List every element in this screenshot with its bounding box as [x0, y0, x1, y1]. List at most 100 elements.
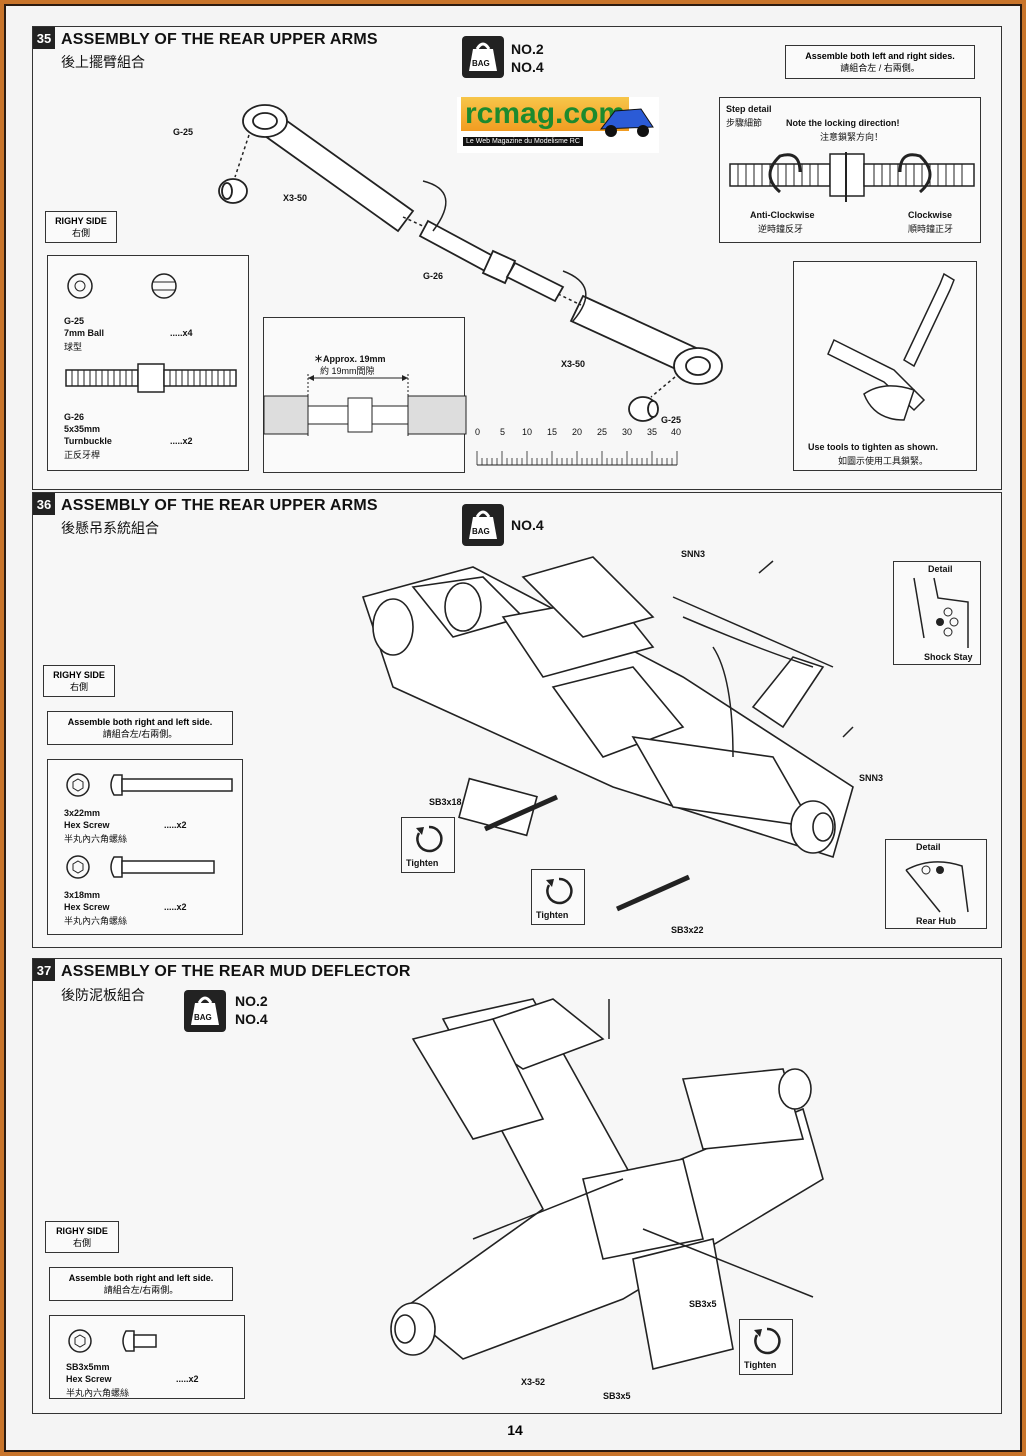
turnbuckle-icon [65, 363, 237, 393]
part-qty: .....x2 [164, 902, 187, 912]
shock-stay-diagram [913, 577, 969, 648]
hex-screw-icon [68, 1329, 157, 1353]
side-text-en: RIGHY SIDE [56, 1226, 108, 1236]
assembly-note: Assemble both right and left side. 請組合左/… [49, 1267, 233, 1301]
ball-icon [67, 273, 177, 299]
rotate-icon [754, 1327, 781, 1355]
screw-318 [483, 794, 559, 832]
gap-diagram [263, 374, 467, 438]
step-title: ASSEMBLY OF THE REAR MUD DEFLECTOR [61, 963, 411, 980]
step-detail-title: Step detail [726, 104, 772, 114]
tools-note-zh: 如圖示使用工具鎖緊。 [838, 456, 929, 466]
part-name-zh: 正反牙桿 [64, 450, 101, 460]
clockwise-label-zh: 順時鐘正牙 [908, 224, 954, 234]
side-text-zh: 右側 [69, 682, 88, 692]
lock-note: Note the locking direction! [786, 118, 900, 128]
tools-note: Use tools to tighten as shown. [808, 442, 939, 452]
detail-label: Shock Stay [924, 652, 973, 662]
callout-label: SB3x5 [689, 1299, 717, 1309]
note-text-zh: 請組合左/右兩側。 [102, 729, 178, 739]
ruler-tick: 40 [671, 427, 682, 437]
clockwise-label: Clockwise [908, 210, 953, 220]
detail-label: Rear Hub [916, 916, 957, 926]
callout-label: X3-50 [283, 193, 308, 203]
assembly-note: Assemble both right and left side. 請組合左/… [47, 711, 233, 745]
note-text-zh: 請組合左/右兩側。 [103, 1285, 179, 1295]
page-number: 14 [507, 1422, 523, 1438]
screw-322 [615, 874, 691, 912]
part-name: Hex Screw [64, 820, 110, 830]
rc-car-icon [599, 108, 654, 137]
tighten-label: Tighten [406, 858, 439, 868]
part-qty: .....x4 [170, 328, 193, 338]
step-subtitle: 後防泥板組合 [61, 987, 145, 1003]
anti-clockwise-label-zh: 逆時鐘反牙 [758, 224, 804, 234]
part-size: 3x18mm [64, 890, 101, 900]
part-name: 7mm Ball [64, 328, 105, 338]
detail-box-rear-hub: Detail Rear Hub [885, 839, 987, 929]
tighten-box: Tighten [401, 817, 455, 873]
part-name-zh: 球型 [64, 342, 83, 352]
bag-icon [184, 990, 226, 1032]
wrench-diagram [827, 272, 955, 421]
detail-title: Detail [928, 564, 953, 574]
tighten-label: Tighten [536, 910, 569, 920]
mud-deflector-diagram [390, 998, 824, 1370]
hex-screw-icon [66, 855, 215, 879]
ruler-tick: 35 [647, 427, 658, 437]
gap-text-zh: 約 19mm間隙 [320, 366, 375, 376]
rotate-icon [546, 877, 573, 905]
bag-number: NO.4 [511, 59, 544, 75]
ruler-tick: 15 [547, 427, 558, 437]
hex-screw-icon [66, 773, 233, 797]
rotate-icon [416, 825, 443, 853]
turnbuckle-detail-diagram [729, 152, 975, 202]
callout-label: X3-52 [521, 1377, 546, 1387]
note-text-en: Assemble both right and left side. [68, 1273, 214, 1283]
parts-list: SB3x5mm Hex Screw 半丸內六角螺絲 .....x2 [49, 1315, 245, 1399]
note-text-zh: 請組合左 / 右兩側。 [840, 63, 920, 73]
part-qty: .....x2 [164, 820, 187, 830]
step-detail-title-zh: 步驟細節 [726, 118, 763, 128]
side-label: RIGHY SIDE 右側 [45, 1221, 119, 1253]
bag-icon [462, 504, 504, 546]
measure-ruler: 0 5 10 15 20 25 30 35 40 [475, 427, 695, 471]
ruler-tick: 5 [500, 427, 506, 437]
rcmag-logo[interactable]: rcmag.com Le Web Magazine du Modelisme R… [457, 97, 659, 153]
bag-label: BAG [194, 1013, 212, 1022]
step-title: ASSEMBLY OF THE REAR UPPER ARMS [61, 497, 378, 514]
callout-label: SB3x5 [603, 1391, 631, 1401]
step-subtitle: 後上擺臂組合 [61, 54, 145, 70]
ruler-scale [476, 451, 678, 466]
step-number: 37 [33, 959, 55, 981]
part-name-zh: 半丸內六角螺絲 [64, 834, 128, 844]
bag-number: NO.2 [511, 41, 544, 57]
step-number: 36 [33, 493, 55, 515]
part-name: Turnbuckle [64, 436, 112, 446]
callout-label: SB3x22 [671, 925, 704, 935]
detail-title: Detail [916, 842, 941, 852]
step-36-panel: 36 ASSEMBLY OF THE REAR UPPER ARMS 後懸吊系統… [32, 492, 1002, 948]
logo-tagline: Le Web Magazine du Modelisme RC [463, 137, 583, 146]
side-text-en: RIGHY SIDE [55, 216, 107, 226]
bag-label: BAG [472, 527, 490, 536]
side-text-en: RIGHY SIDE [53, 670, 105, 680]
lock-note-zh: 注意鎖緊方向！ [820, 132, 884, 142]
parts-list: 3x22mm Hex Screw 半丸內六角螺絲 .....x2 3x18mm … [47, 759, 243, 935]
step-subtitle: 後懸吊系統組合 [61, 520, 159, 536]
part-size: SB3x5mm [66, 1362, 110, 1372]
side-label: RIGHY SIDE 右側 [43, 665, 115, 697]
step-37-panel: 37 ASSEMBLY OF THE REAR MUD DEFLECTOR 後防… [32, 958, 1002, 1414]
bag-label: BAG [472, 59, 490, 68]
callout-label: SNN3 [681, 549, 706, 559]
tighten-label: Tighten [744, 1360, 777, 1370]
detail-box-shock-stay: Detail Shock Stay [893, 561, 981, 665]
anti-clockwise-label: Anti-Clockwise [750, 210, 815, 220]
note-text-en: Assemble both right and left side. [67, 717, 213, 727]
ruler-tick: 10 [522, 427, 533, 437]
side-text-zh: 右側 [71, 228, 90, 238]
part-size: 3x22mm [64, 808, 101, 818]
step-detail-box: Step detail 步驟細節 Note the locking direct… [719, 97, 981, 243]
side-label: RIGHY SIDE 右側 [45, 211, 117, 243]
ruler-tick: 30 [622, 427, 633, 437]
